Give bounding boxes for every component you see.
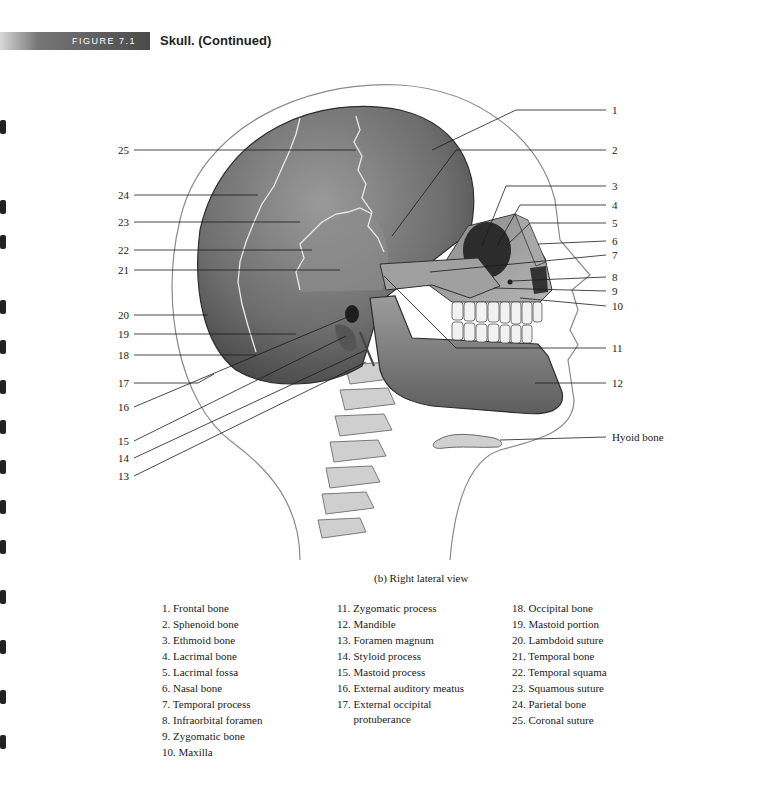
callout-number: 8 <box>612 271 618 283</box>
callout-number: 20 <box>118 309 129 321</box>
zygomatic-arch <box>380 258 500 298</box>
key-item: 20. Lambdoid suture <box>512 633 694 648</box>
callout-number: 23 <box>118 216 129 228</box>
auditory-meatus <box>345 305 359 323</box>
key-item: 22. Temporal squama <box>512 665 694 680</box>
callout-number: 22 <box>118 244 129 256</box>
key-item: 16. External auditory meatus <box>337 681 482 696</box>
key-item: 18. Occipital bone <box>512 601 694 616</box>
callout-number: 6 <box>612 235 618 247</box>
key-item: 3. Ethmoid bone <box>162 633 344 648</box>
key-item: 12. Mandible <box>337 617 482 632</box>
callout-number: 5 <box>612 217 618 229</box>
callout-number: 14 <box>118 452 129 464</box>
key-item: 6. Nasal bone <box>162 681 344 696</box>
callout-number: 18 <box>118 349 129 361</box>
key-item: 14. Styloid process <box>337 649 482 664</box>
figure-banner <box>0 32 150 50</box>
callout-number: 25 <box>118 144 129 156</box>
key-item: 19. Mastoid portion <box>512 617 694 632</box>
structure-label: Hyoid bone <box>612 431 664 443</box>
callout-number: 24 <box>118 189 129 201</box>
key-item: 7. Temporal process <box>162 697 344 712</box>
nasal-bone <box>515 214 546 266</box>
figure-caption: (b) Right lateral view <box>374 571 468 585</box>
mastoid-process <box>335 324 356 351</box>
binding-marks <box>0 120 6 749</box>
key-item: 8. Infraorbital foramen <box>162 713 344 728</box>
leader-lines <box>134 110 606 476</box>
cervical-vertebrae <box>318 362 398 538</box>
callout-number: 4 <box>612 199 618 211</box>
key-item: 4. Lacrimal bone <box>162 649 344 664</box>
callout-number: 11 <box>612 342 623 354</box>
key-item: 23. Squamous suture <box>512 681 694 696</box>
callout-number: 19 <box>118 328 129 340</box>
figure-number: FIGURE 7.1 <box>72 35 136 47</box>
figure-title: Skull. (Continued) <box>160 33 271 49</box>
key-item: 13. Foramen magnum <box>337 633 482 648</box>
key-item: 1. Frontal bone <box>162 601 344 616</box>
callout-number: 16 <box>118 401 129 413</box>
callout-number: 9 <box>612 285 618 297</box>
callout-number: 10 <box>612 300 623 312</box>
callout-number: 17 <box>118 377 129 389</box>
callout-number: 7 <box>612 249 618 261</box>
key-item: 11. Zygomatic process <box>337 601 482 616</box>
temporal-squama <box>298 213 388 292</box>
hyoid-bone <box>433 434 501 448</box>
key-item: 2. Sphenoid bone <box>162 617 344 632</box>
key-item: 25. Coronal suture <box>512 713 694 728</box>
teeth <box>452 302 542 343</box>
key-item: 21. Temporal bone <box>512 649 694 664</box>
sutures <box>238 116 384 352</box>
callout-number: 21 <box>118 264 129 276</box>
key-item: 17. External occipital protuberance <box>337 697 482 727</box>
callout-number: 1 <box>612 104 618 116</box>
key-item: 15. Mastoid process <box>337 665 482 680</box>
mandible <box>370 296 563 414</box>
callout-number: 2 <box>612 144 618 156</box>
key-item: 9. Zygomatic bone <box>162 729 344 744</box>
infraorbital-foramen <box>508 280 513 285</box>
callout-number: 12 <box>612 377 623 389</box>
callout-number: 3 <box>612 180 618 192</box>
callout-number: 15 <box>118 435 129 447</box>
callout-number: 13 <box>118 470 129 482</box>
head-outline <box>172 85 590 560</box>
styloid-process <box>360 332 374 366</box>
key-item: 5. Lacrimal fossa <box>162 665 344 680</box>
key-item: 10. Maxilla <box>162 745 344 760</box>
key-item: 24. Parietal bone <box>512 697 694 712</box>
